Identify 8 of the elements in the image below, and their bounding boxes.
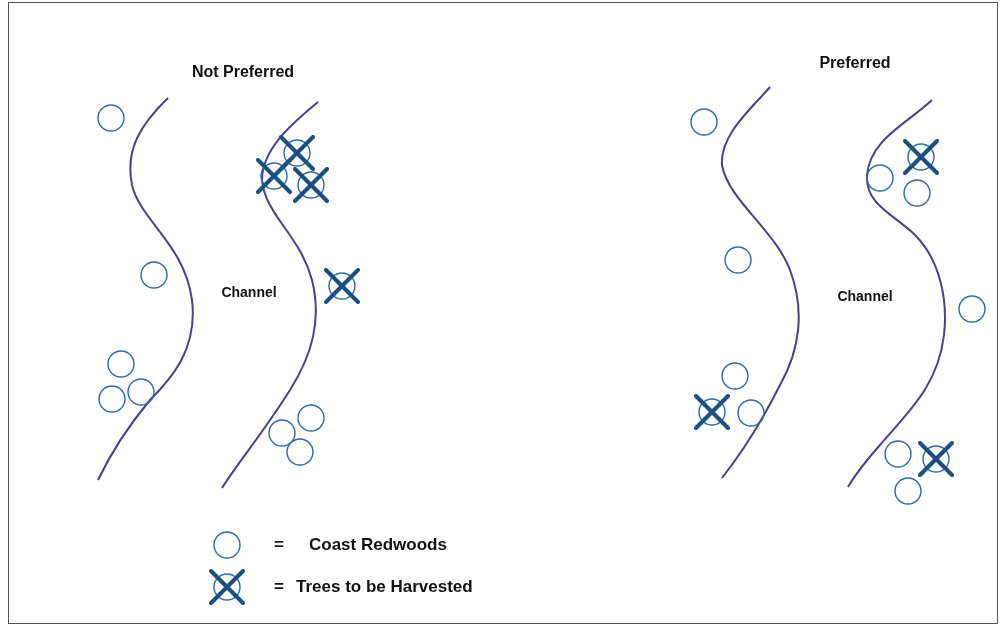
channel-label: Channel bbox=[837, 286, 893, 306]
equals-sign: = bbox=[274, 534, 284, 557]
panel-title: Not Preferred bbox=[191, 62, 295, 82]
legend-text: Coast Redwoods bbox=[309, 534, 447, 557]
panel-title: Preferred bbox=[819, 53, 891, 73]
legend-text: Trees to be Harvested bbox=[296, 576, 473, 599]
equals-sign: = bbox=[274, 576, 284, 599]
channel-label: Channel bbox=[221, 282, 277, 302]
